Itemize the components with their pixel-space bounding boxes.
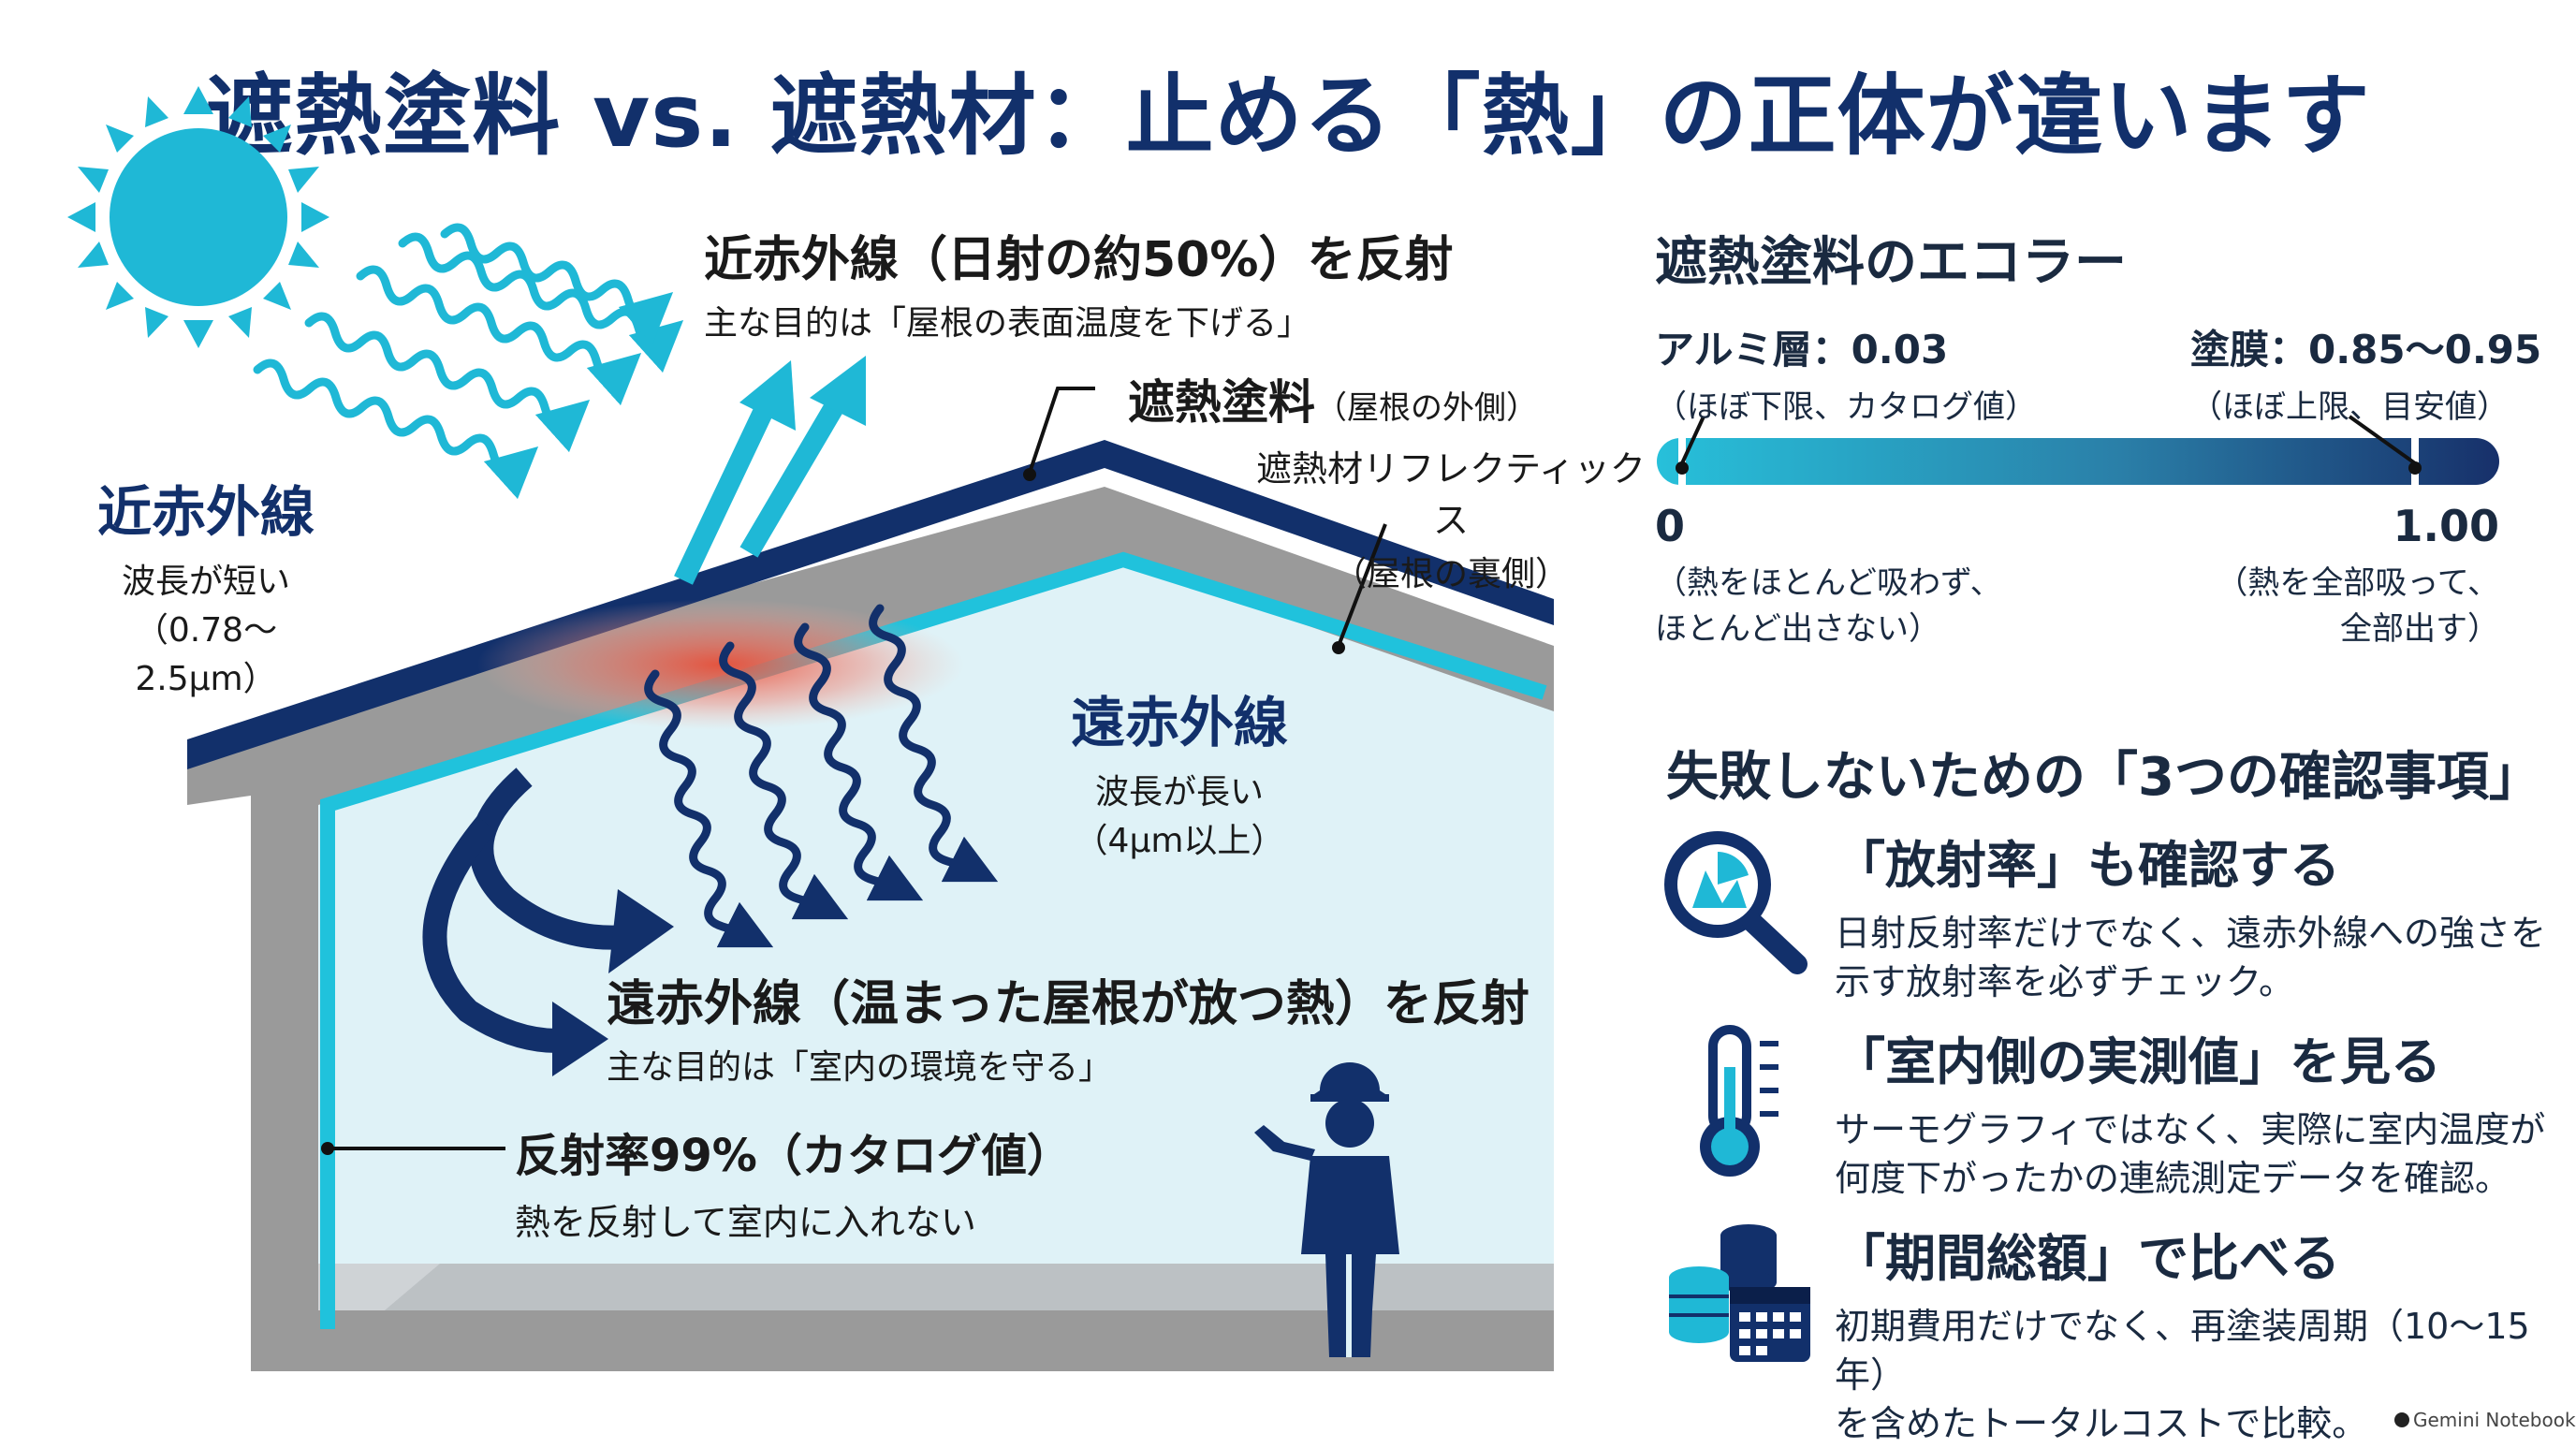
scale-max-sub2: 全部出す） (2340, 610, 2499, 648)
check-title-2: 「室内側の実測値」を見る (1835, 1032, 2441, 1091)
far-ir-sub2: （4μm以上） (1074, 822, 1285, 860)
house-interior (318, 552, 1554, 1367)
reflectivity-block: 反射率99%（カタログ値） 熱を反射して室内に入れない (515, 1119, 1072, 1245)
reflect-far-sub: 主な目的は「室内の環境を守る」 (607, 1048, 1113, 1087)
sun-icon (67, 86, 329, 348)
near-ir-label: 近赤外線 (96, 480, 315, 544)
check-item-1: 「放射率」も確認する 日射反射率だけでなく、遠赤外線への強さを 示す放射率を必ず… (1835, 824, 2546, 1006)
scale-min-sub1: （熱をほとんど吸わず、 (1655, 564, 2002, 602)
paint-label-paren: （屋根の外側） (1315, 389, 1538, 427)
coat-block: 塗膜：0.85〜0.95 （ほぼ上限、目安値） (2190, 318, 2541, 427)
reflect-near-sub: 主な目的は「屋根の表面温度を下げる」 (704, 304, 1311, 343)
credit-text: Gemini Notebook (2413, 1409, 2576, 1431)
check-title-1: 「放射率」も確認する (1835, 836, 2340, 895)
near-ir-sub1: 波長が短い (121, 563, 290, 601)
scale-max-label: 1.00 (2393, 501, 2500, 551)
reflect-near-title: 近赤外線（日射の約50%）を反射 (704, 232, 1454, 288)
check-line1-1: 日射反射率だけでなく、遠赤外線への強さを (1835, 913, 2547, 954)
scale-min-label: 0 (1655, 501, 1686, 551)
coat-sub: （ほぼ上限、目安値） (2190, 388, 2509, 426)
alu-label: アルミ層：0.03 (1655, 327, 1949, 373)
near-ir-reflected-arrows (674, 388, 852, 585)
far-ir-label: 遠赤外線 (1070, 691, 1288, 754)
emissivity-scale (1657, 415, 2499, 490)
scale-max-sub1: （熱を全部吸って、 (2216, 564, 2499, 602)
emissivity-title: 遮熱塗料のエコラー (1655, 232, 2127, 293)
check-line1-2: サーモグラフィではなく、実際に室内温度が (1835, 1109, 2546, 1150)
near-ir-incoming-arrows (253, 223, 684, 500)
thermometer-icon (1700, 1025, 1778, 1177)
sheet-label-paren: （屋根の裏側） (1332, 555, 1569, 593)
reflect-near-block: 近赤外線（日射の約50%）を反射 主な目的は「屋根の表面温度を下げる」 (704, 220, 1453, 344)
alu-sub: （ほぼ下限、カタログ値） (1655, 388, 2037, 426)
near-ir-block: 近赤外線 波長が短い （0.78〜2.5μm） (84, 468, 328, 700)
paint-label-main: 遮熱塗料 (1128, 375, 1315, 430)
far-ir-sub1: 波長が長い (1094, 773, 1264, 812)
reflect-far-block: 遠赤外線（温まった屋根が放つ熱）を反射 主な目的は「室内の環境を守る」 (607, 964, 1530, 1089)
house-structure (187, 487, 1554, 1371)
near-ir-sub2: （0.78〜2.5μm） (134, 611, 278, 698)
reflectivity-title: 反射率99%（カタログ値） (515, 1130, 1072, 1182)
check-item-2: 「室内側の実測値」を見る サーモグラフィではなく、実際に室内温度が 何度下がった… (1835, 1020, 2545, 1203)
coins-calendar-icon (1669, 1224, 1810, 1362)
magnifier-chart-icon (1664, 831, 1808, 974)
checks-title: 失敗しないための「3つの確認事項」 (1666, 747, 2541, 808)
reflectivity-sub: 熱を反射して室内に入れない (515, 1202, 976, 1243)
page-title: 遮熱塗料 vs. 遮熱材：止める「熱」の正体が違います (205, 66, 2371, 168)
alu-block: アルミ層：0.03 （ほぼ下限、カタログ値） (1655, 318, 2037, 427)
coat-label: 塗膜：0.85〜0.95 (2190, 327, 2542, 373)
paint-label: 遮熱塗料（屋根の外側） (1128, 365, 1538, 432)
leader-lines (321, 387, 1387, 1155)
sheet-label: 遮熱材リフレクティックス （屋根の裏側） (1254, 440, 1647, 595)
scale-max-block: 1.00 （熱を全部吸って、 全部出す） (2200, 501, 2499, 649)
check-line1-3: 初期費用だけでなく、再塗装周期（10〜15年） (1835, 1306, 2530, 1396)
sheet-label-main: 遮熱材リフレクティックス (1256, 448, 1646, 541)
check-line2-2: 何度下がったかの連続測定データを確認。 (1835, 1158, 2511, 1199)
check-title-3: 「期間総額」で比べる (1835, 1229, 2340, 1288)
reflect-far-title: 遠赤外線（温まった屋根が放つ熱）を反射 (607, 976, 1530, 1032)
gemini-logo-icon (2394, 1412, 2409, 1427)
scale-min-block: 0 （熱をほとんど吸わず、 ほとんど出さない） (1655, 501, 2002, 649)
scale-min-sub2: ほとんど出さない） (1655, 610, 1940, 648)
check-line2-1: 示す放射率を必ずチェック。 (1835, 961, 2294, 1002)
far-ir-reflect-curves (422, 768, 638, 1053)
far-ir-block: 遠赤外線 波長が長い （4μm以上） (1039, 679, 1320, 862)
check-item-3: 「期間総額」で比べる 初期費用だけでなく、再塗装周期（10〜15年） を含めたト… (1835, 1217, 2576, 1448)
far-ir-arrows (644, 604, 999, 948)
